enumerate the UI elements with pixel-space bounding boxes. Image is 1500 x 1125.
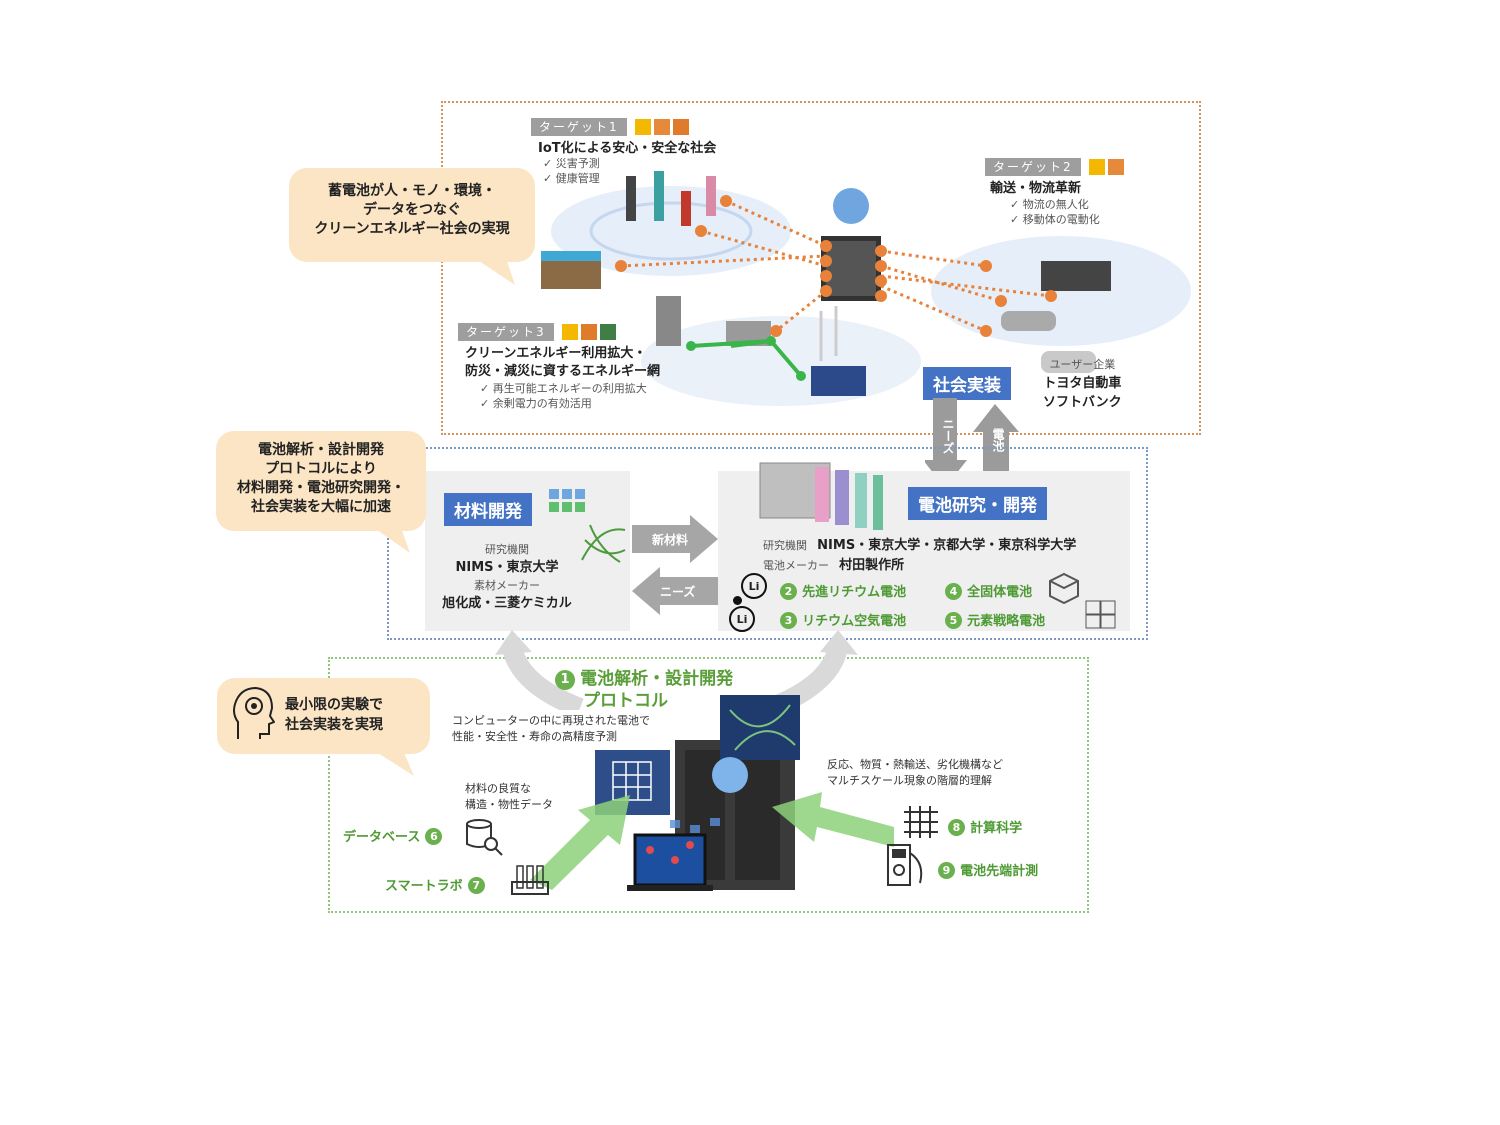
sdg-icon	[653, 118, 670, 135]
test-tubes-icon	[511, 865, 549, 895]
social-section-frame	[441, 101, 1201, 435]
society-illustration	[541, 171, 1191, 406]
needs-vertical-text: ニーズ	[941, 418, 955, 454]
sdg-icon	[1107, 158, 1124, 175]
target2-tag: ターゲット2	[985, 158, 1081, 176]
protocol-section-frame	[328, 657, 1089, 913]
sdg-icon	[634, 118, 651, 135]
rnd-section-frame	[387, 447, 1148, 640]
target2-item: ✓ 物流の無人化	[1010, 198, 1089, 211]
smartlab-item: スマートラボ 7	[385, 875, 485, 894]
target3-header: ターゲット3	[458, 321, 616, 341]
target3-title: クリーンエネルギー利用拡大・ 防災・減災に資するエネルギー網	[465, 346, 661, 379]
callout-tail	[470, 255, 515, 285]
target3-items: ✓ 再生可能エネルギーの利用拡大 ✓ 余剰電力の有効活用	[480, 381, 647, 411]
target3-tag: ターゲット3	[458, 323, 554, 341]
multimeter-icon	[887, 844, 923, 886]
vision-callout: 蓄電池が人・モノ・環境・ データをつなぐ クリーンエネルギー社会の実現	[289, 168, 535, 262]
protocol-description: コンピューターの中に再現された電池で 性能・安全性・寿命の高精度予測	[452, 714, 650, 743]
crystal-icon	[549, 489, 585, 512]
database-item: データベース 6	[343, 826, 443, 845]
material-data-desc: 材料の良質な 構造・物性データ	[465, 782, 553, 811]
target1-items: ✓ 災害予測 ✓ 健康管理	[543, 156, 600, 186]
database-search-icon	[466, 819, 503, 856]
sdg-icon	[672, 118, 689, 135]
materials-orgs: 研究機関 NIMS・東京大学 素材メーカー 旭化成・三菱ケミカル	[442, 543, 572, 611]
callout-tail	[370, 525, 410, 553]
target2-item: ✓ 移動体の電動化	[1010, 213, 1100, 226]
target1-title: IoT化による安心・安全な社会	[538, 141, 717, 156]
battery-cell-illustration	[759, 462, 883, 530]
sdg-icon	[1088, 158, 1105, 175]
data-input-arrow-right	[772, 792, 894, 847]
target2-header: ターゲット2	[985, 156, 1124, 176]
brain-head-icon	[233, 686, 275, 739]
minimal-experiment-callout	[217, 678, 430, 754]
compsci-item: 8 計算科学	[948, 817, 1022, 836]
needs-battery-arrows	[925, 398, 1019, 488]
battery-type-item: 4 全固体電池	[945, 581, 1032, 600]
multiscale-desc: 反応、物質・熱輸送、劣化機構など マルチスケール現象の階層的理解	[827, 758, 1003, 787]
measurement-item: 9 電池先端計測	[938, 860, 1038, 879]
sdg-icon	[561, 323, 578, 340]
target3-item: ✓ 余剰電力の有効活用	[480, 397, 592, 410]
protocol-title: 1 電池解析・設計開発 プロトコル	[555, 668, 733, 712]
user-companies: ユーザー企業 トヨタ自動車 ソフトバンク	[1043, 358, 1122, 410]
target1-header: ターゲット1	[531, 116, 689, 136]
data-input-arrow-left	[530, 795, 630, 890]
target2-items: ✓ 物流の無人化 ✓ 移動体の電動化	[1010, 197, 1100, 227]
battery-type-item: 5 元素戦略電池	[945, 610, 1045, 629]
cube-icon	[1049, 572, 1079, 604]
target2-title: 輸送・物流革新	[990, 181, 1082, 196]
battery-type-item: 3 リチウム空気電池	[780, 610, 906, 629]
target1-item: ✓ 災害予測	[543, 157, 600, 170]
minimal-experiment-text: 最小限の実験で 社会実装を実現	[285, 697, 383, 733]
horizontal-arrows	[632, 515, 718, 615]
target1-tag: ターゲット1	[531, 118, 627, 136]
fiber-icon	[581, 524, 626, 563]
supercomputer-illustration	[595, 695, 800, 891]
callout-tail	[370, 748, 414, 776]
sdg-icon	[580, 323, 597, 340]
social-impl-label: 社会実装	[923, 367, 1011, 400]
battery-type-item: 2 先進リチウム電池	[780, 581, 906, 600]
target3-item: ✓ 再生可能エネルギーの利用拡大	[480, 382, 647, 395]
new-material-arrow-label: 新材料	[652, 533, 689, 547]
grid-mesh-icon	[904, 806, 938, 838]
materials-label: 材料開発	[444, 493, 532, 526]
acceleration-callout: 電池解析・設計開発 プロトコルにより 材料開発・電池研究開発・ 社会実装を大幅に…	[216, 431, 426, 531]
periodic-elements-icon	[1085, 600, 1116, 629]
battery-rnd-label: 電池研究・開発	[908, 487, 1047, 520]
target1-item: ✓ 健康管理	[543, 172, 600, 185]
sdg-icon	[599, 323, 616, 340]
lithium-icon: Li	[741, 573, 767, 599]
needs-arrow-label: ニーズ	[660, 585, 696, 599]
lithium-air-icon: Li	[729, 606, 755, 632]
oxygen-dot-icon	[733, 596, 742, 605]
battery-orgs: 研究機関 NIMS・東京大学・京都大学・東京科学大学 電池メーカー 村田製作所	[763, 538, 1077, 573]
battery-vertical-text: 電池	[991, 428, 1005, 452]
